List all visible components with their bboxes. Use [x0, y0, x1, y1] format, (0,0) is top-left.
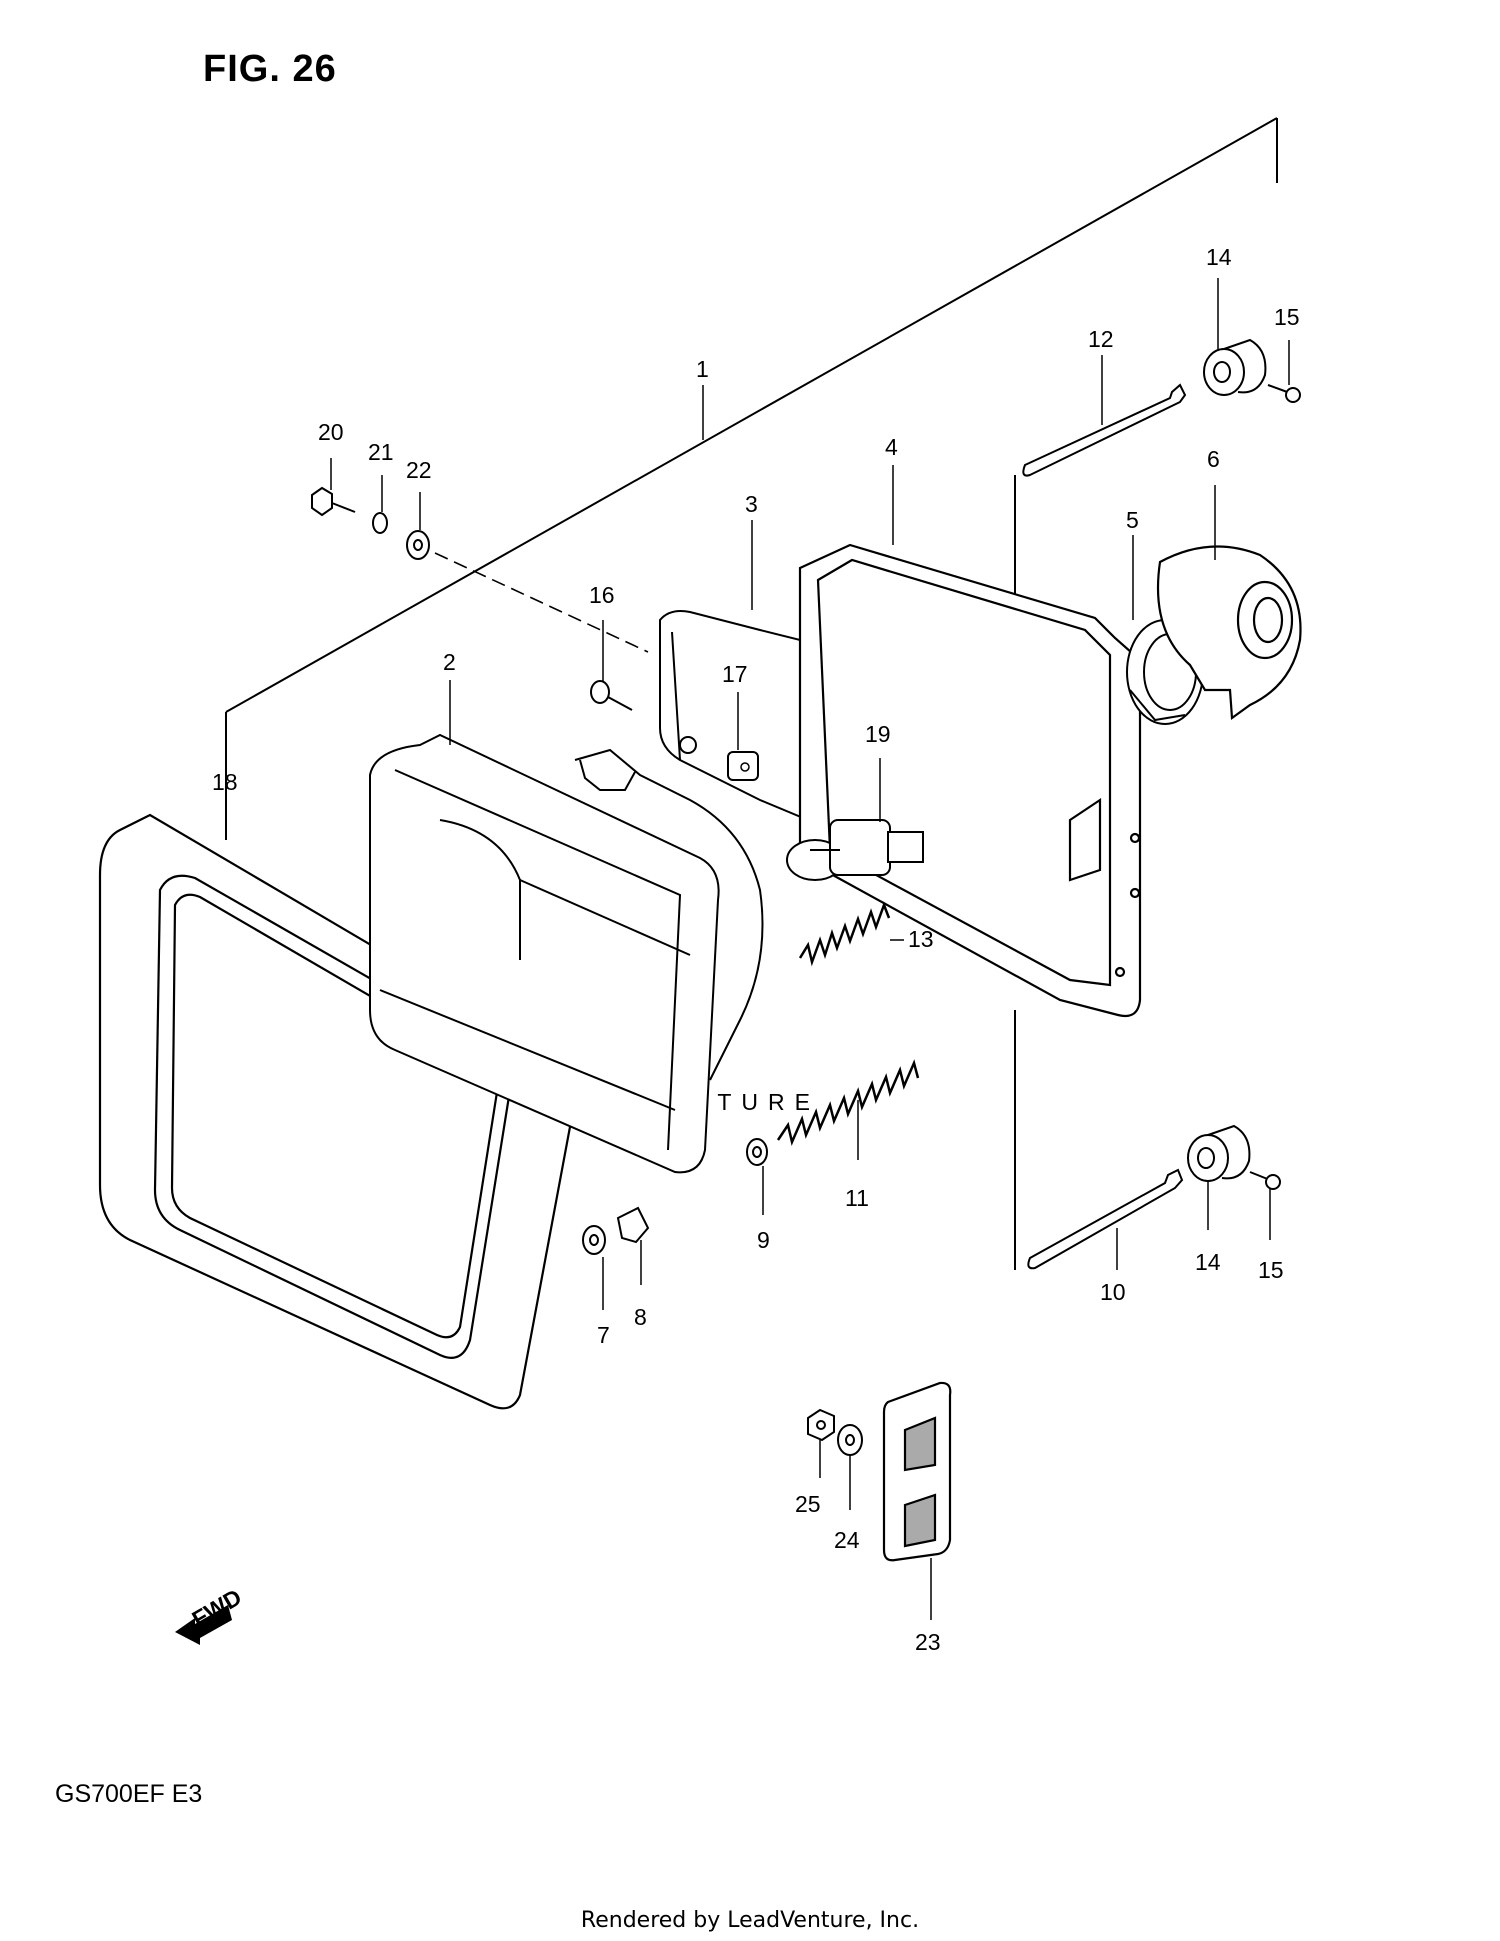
- part-15-screw-upper: [1267, 384, 1301, 403]
- part-label: 1: [696, 356, 709, 382]
- part-23-reflector: [882, 1381, 952, 1562]
- part-10-adjusting-screw: [1027, 1168, 1184, 1270]
- part-label: 4: [885, 434, 898, 460]
- part-label: 18: [212, 769, 238, 795]
- part-25-nut: [807, 1408, 835, 1442]
- part-13-spring: [798, 901, 891, 967]
- leader-lines: [225, 278, 1290, 1620]
- part-label: 7: [597, 1322, 610, 1348]
- part-11-spring: [776, 1059, 920, 1146]
- dashed-leader-line: [434, 552, 649, 653]
- part-label: 10: [1100, 1279, 1126, 1305]
- part-label: 14: [1206, 244, 1232, 270]
- part-19-bulb: [786, 819, 924, 881]
- part-label: 6: [1207, 446, 1220, 472]
- part-label: 8: [634, 1304, 647, 1330]
- part-label: 14: [1195, 1249, 1221, 1275]
- part-label: 15: [1258, 1257, 1284, 1283]
- part-label: 23: [915, 1629, 941, 1655]
- part-2-headlight-unit: [369, 733, 764, 1174]
- part-8-nut: [616, 1206, 650, 1244]
- part-21-lock-washer: [372, 512, 388, 534]
- part-label: 15: [1274, 304, 1300, 330]
- forward-arrow-icon: FWD: [175, 1584, 246, 1645]
- part-22-washer: [406, 530, 430, 560]
- part-label: 25: [795, 1491, 821, 1517]
- part-label: 12: [1088, 326, 1114, 352]
- part-17-socket-clip: [727, 751, 759, 781]
- part-label: 13: [908, 926, 934, 952]
- footer-credit: Rendered by LeadVenture, Inc.: [580, 1908, 920, 1933]
- part-16-bolt: [590, 680, 633, 711]
- part-label: 24: [834, 1527, 860, 1553]
- part-12-adjusting-screw: [1022, 383, 1187, 477]
- part-label: 5: [1126, 507, 1139, 533]
- part-20-bolt: [311, 486, 356, 517]
- part-label: 3: [745, 491, 758, 517]
- part-24-washer: [837, 1424, 863, 1456]
- part-14-adjuster-nut-upper: [1203, 338, 1267, 396]
- part-label: 11: [845, 1185, 869, 1211]
- part-7-washer: [582, 1225, 606, 1255]
- part-label: 20: [318, 419, 344, 445]
- part-6-dust-cover: [1156, 545, 1302, 721]
- part-label: 21: [368, 439, 394, 465]
- figure-title: FIG. 26: [203, 48, 337, 90]
- part-label: 17: [722, 661, 748, 687]
- part-9-washer: [746, 1138, 768, 1166]
- part-14-adjuster-nut-lower: [1187, 1124, 1251, 1182]
- part-15-screw-lower: [1249, 1171, 1281, 1190]
- part-labels: 1 2 3 4 5 6 7 8 9 10 11 12 13 14 14 15 1…: [212, 244, 1300, 1655]
- part-label: 2: [443, 649, 456, 675]
- part-4-headlight-case: [798, 543, 1142, 1018]
- part-label: 16: [589, 582, 615, 608]
- part-label: 19: [865, 721, 891, 747]
- model-code: GS700EF E3: [55, 1780, 203, 1808]
- part-label: 9: [757, 1227, 770, 1253]
- part-label: 22: [406, 457, 432, 483]
